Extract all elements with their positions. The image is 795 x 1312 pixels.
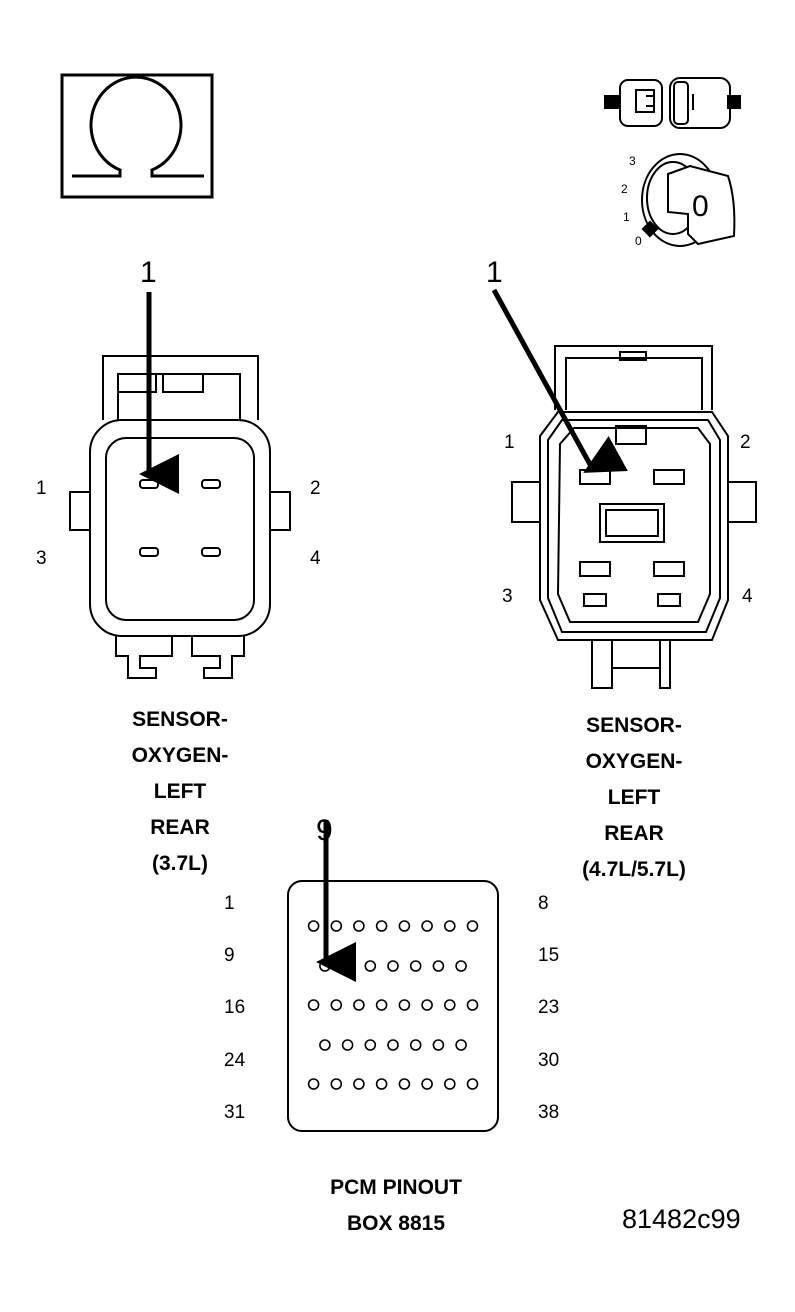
- pcm-pin: [353, 1078, 365, 1090]
- pcm-pin: [455, 960, 467, 972]
- pcm-pin: [455, 1039, 467, 1051]
- pcm-pin: [421, 1078, 433, 1090]
- left-pin-3: 3: [36, 548, 47, 569]
- pcm-pin: [319, 1039, 331, 1051]
- pcm-pin: [398, 1078, 411, 1090]
- pcm-pin: [330, 920, 343, 932]
- right-callout-number: 1: [486, 256, 503, 289]
- pcm-row-4-end: 30: [538, 1050, 560, 1071]
- pcm-pin: [421, 999, 433, 1011]
- left-pin-4: 4: [310, 548, 321, 569]
- pcm-pin: [375, 1078, 388, 1090]
- right-callout-arrow: [491, 288, 628, 473]
- pcm-box: [287, 880, 499, 1132]
- pcm-pin: [330, 999, 343, 1011]
- right-pin-1: 1: [504, 432, 515, 453]
- right-pin-4: 4: [742, 586, 753, 607]
- pcm-pin: [466, 999, 479, 1011]
- pcm-row-5-start: 31: [224, 1102, 246, 1123]
- pcm-pin: [353, 999, 365, 1011]
- right-connector: [511, 345, 757, 689]
- pcm-pin: [398, 920, 411, 932]
- pcm-row-2-end: 15: [538, 945, 560, 966]
- right-pin-2: 2: [740, 432, 751, 453]
- left-pin-2: 2: [310, 478, 321, 499]
- pcm-pin: [398, 999, 411, 1011]
- ignition-tick-3: 3: [629, 154, 636, 168]
- pcm-row-4-start: 24: [224, 1050, 246, 1071]
- pcm-pin: [375, 999, 388, 1011]
- ignition-tick-2: 2: [621, 182, 628, 196]
- pcm-pin: [409, 1039, 422, 1051]
- ignition-tick-0: 0: [635, 234, 642, 248]
- right-connector-caption: SENSOR- OXYGEN- LEFT REAR (4.7L/5.7L): [582, 714, 686, 881]
- disconnect-connector-icon: [604, 77, 741, 129]
- pcm-pin: [307, 920, 320, 932]
- pcm-pin: [307, 999, 320, 1011]
- pcm-pin: [409, 960, 422, 972]
- pcm-pin: [319, 960, 331, 972]
- pcm-row-1-end: 8: [538, 893, 549, 914]
- pcm-pin: [466, 1078, 479, 1090]
- ignition-tick-1: 1: [623, 210, 630, 224]
- pcm-pin: [364, 1039, 377, 1051]
- pcm-row-1-start: 1: [224, 893, 235, 914]
- pcm-pin: [341, 960, 354, 972]
- pcm-pin: [443, 999, 456, 1011]
- left-callout-number: 1: [140, 256, 157, 289]
- omega-ohm-icon: [60, 73, 214, 199]
- ignition-key-label: 0: [692, 190, 709, 223]
- pcm-pin: [432, 1039, 445, 1051]
- left-connector: [69, 355, 291, 679]
- pcm-pin: [353, 920, 365, 932]
- pcm-pin: [364, 960, 377, 972]
- ignition-key-off-icon: [641, 153, 736, 247]
- left-pin-1: 1: [36, 478, 47, 499]
- pcm-pin: [443, 920, 456, 932]
- pcm-row-3-start: 16: [224, 997, 246, 1018]
- pcm-pin: [443, 1078, 456, 1090]
- right-pin-3: 3: [502, 586, 513, 607]
- pcm-pin: [307, 1078, 320, 1090]
- pcm-callout-number: 9: [316, 814, 333, 847]
- pcm-pin: [466, 920, 479, 932]
- pcm-pin: [341, 1039, 354, 1051]
- pcm-pin: [387, 960, 399, 972]
- pcm-row-3-end: 23: [538, 997, 560, 1018]
- pcm-row-2-start: 9: [224, 945, 235, 966]
- left-connector-caption: SENSOR- OXYGEN- LEFT REAR (3.7L): [131, 708, 229, 875]
- pcm-pin: [387, 1039, 399, 1051]
- pcm-pin-grid: [307, 920, 479, 1090]
- pcm-pin: [421, 920, 433, 932]
- pcm-row-5-end: 38: [538, 1102, 560, 1123]
- pcm-pin: [432, 960, 445, 972]
- figure-id: 81482c99: [622, 1204, 741, 1234]
- pcm-caption: PCM PINOUT BOX 8815: [330, 1176, 462, 1235]
- pcm-pin: [375, 920, 388, 932]
- pcm-pin: [330, 1078, 343, 1090]
